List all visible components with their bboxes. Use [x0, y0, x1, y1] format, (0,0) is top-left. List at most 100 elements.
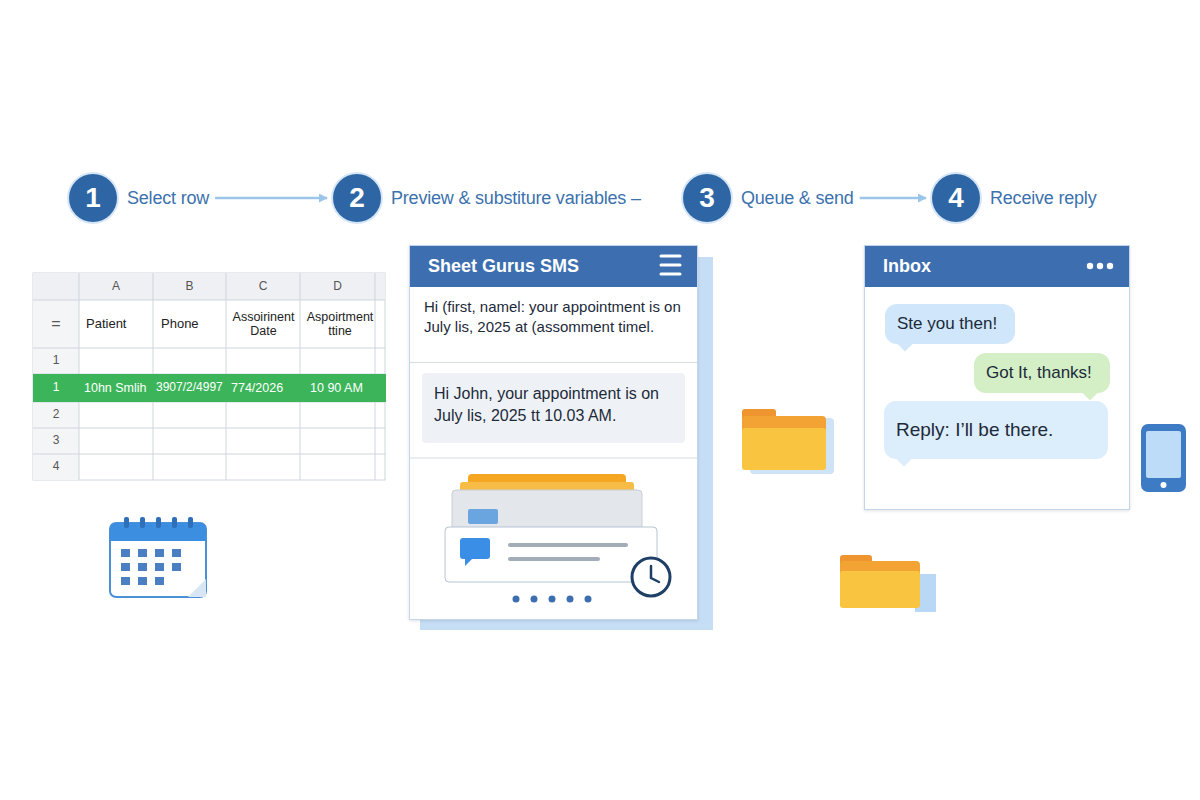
- row-number: 3: [33, 434, 79, 448]
- queue-card: [445, 527, 657, 582]
- clock-hands: [651, 566, 659, 582]
- panel-header: Inbox: [865, 246, 1129, 287]
- selected-row-highlight: [33, 374, 386, 402]
- calendar-body: [110, 523, 206, 597]
- calendar-day: [138, 549, 147, 557]
- step-label: Select row: [127, 188, 209, 209]
- dot: [531, 596, 538, 603]
- step-number: 2: [333, 174, 381, 222]
- column-letter: A: [79, 280, 153, 294]
- message-text: Got It, thanks!: [986, 363, 1092, 383]
- step-marker: 3Queue & send: [683, 174, 854, 222]
- folder-shadow: [915, 574, 936, 612]
- step-label: Queue & send: [741, 188, 854, 209]
- calendar-day: [121, 549, 130, 557]
- grid-line: [33, 348, 385, 349]
- step-label: Preview & substiture variables –: [391, 188, 641, 209]
- grid-line: [33, 428, 385, 429]
- calendar-day: [138, 577, 147, 585]
- message-text: Ste you then!: [897, 314, 997, 334]
- row-number: 4: [33, 460, 79, 474]
- row-header-symbol: =: [33, 315, 79, 333]
- panel-header: Sheet Gurus SMS: [410, 246, 697, 287]
- table-cell: 3907/2/4997: [156, 381, 226, 395]
- card-mark: [468, 509, 498, 524]
- panel-title: Inbox: [883, 256, 931, 277]
- preview-box: Hi John, your appointment is on July lis…: [422, 373, 685, 443]
- app-panel: InboxSte you then! Got It, thanks! Reply: …: [864, 245, 1130, 510]
- calendar-fold: [188, 579, 206, 597]
- grid-line: [33, 402, 385, 403]
- flow-arrow: [860, 197, 926, 200]
- sheet-letter-row: [33, 273, 385, 300]
- dot: [585, 596, 592, 603]
- calendar-day: [121, 577, 130, 585]
- dot: [567, 596, 574, 603]
- sheet-number-column: [33, 300, 79, 480]
- sheet-frame: [33, 273, 385, 480]
- step-label: Receive reply: [990, 188, 1096, 209]
- calendar-day: [138, 563, 147, 571]
- panel-separator: [410, 458, 697, 459]
- grid-line: [153, 273, 154, 480]
- column-header: Patient: [86, 317, 152, 332]
- step-marker: 1Select row: [69, 174, 209, 222]
- clock-symbol: [632, 558, 670, 596]
- dot: [1107, 263, 1113, 269]
- folder-icon: [742, 409, 834, 474]
- table-cell: 10hn Smlih: [84, 381, 152, 395]
- chat-symbol: [460, 538, 490, 559]
- grid-line: [33, 300, 385, 301]
- row-number: 1: [33, 354, 79, 368]
- queue-illustration: [445, 474, 670, 603]
- bubble-tail: [1082, 384, 1099, 401]
- grid-line: [226, 273, 227, 480]
- folder-front: [840, 571, 920, 608]
- grid-line: [79, 273, 80, 480]
- menu-bar: [661, 264, 680, 267]
- calendar-top: [110, 523, 206, 541]
- phone-icon: [1141, 424, 1186, 492]
- calendar-ring: [172, 517, 177, 528]
- column-letter: B: [153, 280, 226, 294]
- calendar-day: [155, 577, 164, 585]
- phone-screen: [1146, 431, 1181, 478]
- column-letter: C: [226, 280, 300, 294]
- dot: [549, 596, 556, 603]
- app-panel: Sheet Gurus SMS Hi (first, namel: your ap…: [409, 245, 698, 620]
- panel-title: Sheet Gurus SMS: [428, 256, 579, 277]
- grid-line: [33, 374, 385, 375]
- queue-card: [452, 490, 642, 534]
- spreadsheet-grid: [33, 273, 386, 480]
- step-marker: 2 Preview & substiture variables –: [333, 174, 641, 222]
- column-header: Assoirinent Date: [227, 310, 300, 339]
- preview-text: Hi John, your appointment is on July lis…: [434, 385, 659, 424]
- step-marker: 4Receive reply: [932, 174, 1096, 222]
- grid-line: [375, 273, 376, 480]
- template-section: Hi (first, namel: your appointment is on…: [410, 287, 697, 363]
- folder-back: [742, 416, 826, 468]
- table-cell: 10 90 AM: [310, 381, 380, 395]
- folder-icon: [840, 555, 936, 612]
- column-header: Phone: [161, 317, 225, 332]
- message-bubble: Reply: I’ll be there.: [884, 401, 1108, 459]
- phone-body: [1141, 424, 1186, 492]
- message-text: Reply: I’ll be there.: [896, 419, 1053, 441]
- message-bubble: Got It, thanks!: [974, 353, 1110, 393]
- dot: [513, 596, 520, 603]
- calendar-day: [172, 563, 181, 571]
- calendar-ring: [188, 517, 193, 528]
- calendar-day: [155, 549, 164, 557]
- folder-front: [742, 428, 826, 470]
- column-letter: D: [300, 280, 375, 294]
- message-bubble: Ste you then!: [885, 304, 1015, 344]
- calendar-day: [155, 563, 164, 571]
- template-text: Hi (first, namel: your appointment is on…: [424, 298, 681, 335]
- calendar-day: [121, 563, 130, 571]
- phone-button: [1161, 482, 1167, 488]
- flow-arrow: [215, 197, 327, 200]
- calendar-day: [172, 549, 181, 557]
- bubble-tail: [896, 450, 913, 467]
